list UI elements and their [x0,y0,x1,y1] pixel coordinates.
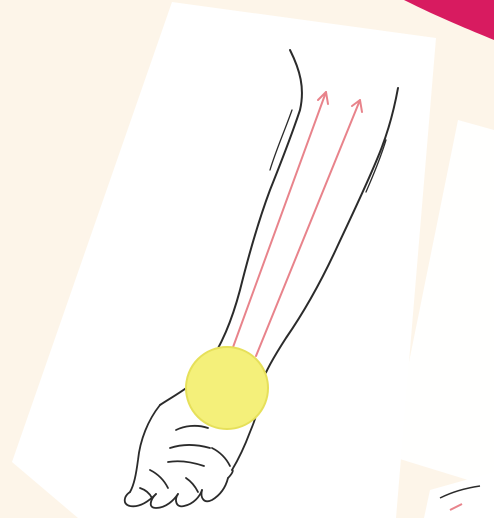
partial-card [424,472,494,518]
paper-card [12,2,436,518]
accent-blob [404,0,494,40]
wrist-highlight-circle [186,347,268,429]
